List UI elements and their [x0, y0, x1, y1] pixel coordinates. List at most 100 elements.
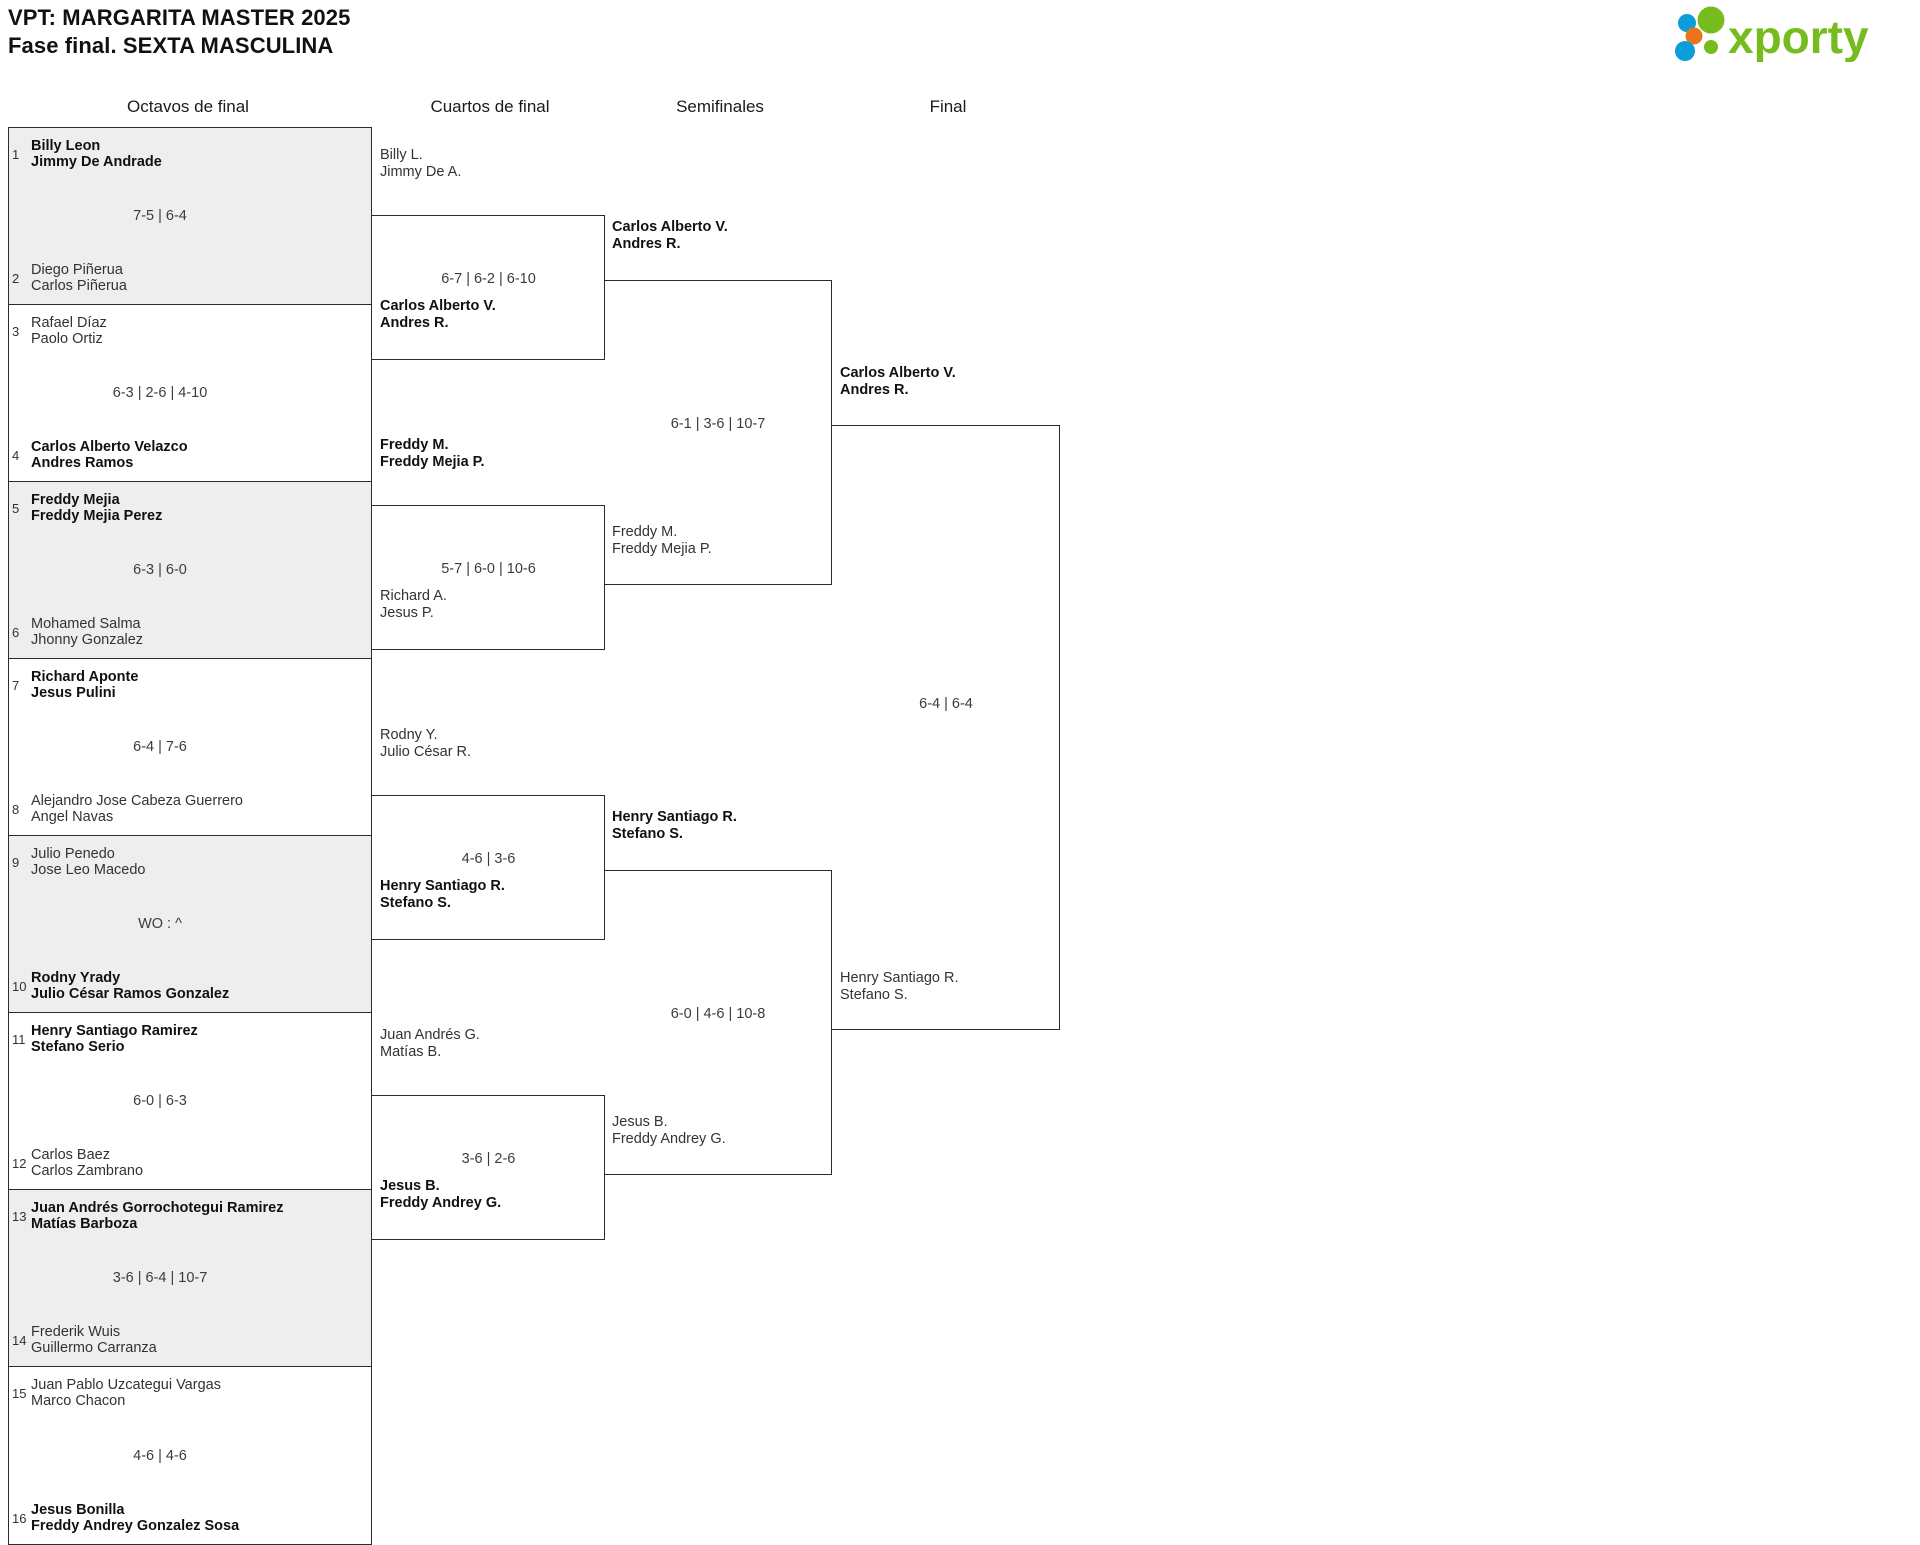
player-name: Jimmy De Andrade: [31, 154, 162, 171]
team-entry[interactable]: Jesus B. Freddy Andrey G.: [380, 1178, 501, 1211]
match-block[interactable]: 13 Juan Andrés Gorrochotegui Ramirez Mat…: [9, 1190, 371, 1367]
player-name: Carlos Alberto Velazco: [31, 438, 188, 455]
player-name: Jimmy De A.: [380, 163, 462, 180]
player-name: Juan Andrés Gorrochotegui Ramirez: [31, 1200, 284, 1216]
player-name: Julio César Ramos Gonzalez: [31, 985, 230, 1002]
team-entry[interactable]: Henry Santiago R. Stefano S.: [380, 878, 505, 911]
player-name: Stefano S.: [840, 986, 908, 1003]
team-entry[interactable]: 10 Rodny Yrady Julio César Ramos Gonzale…: [9, 970, 371, 1002]
player-name: Rodny Yrady: [31, 969, 121, 986]
page-header: VPT: MARGARITA MASTER 2025 Fase final. S…: [0, 0, 1920, 85]
seed-number: 10: [12, 978, 27, 994]
match-score: 4-6 | 4-6: [133, 1447, 187, 1464]
match-box-cuartos[interactable]: 4-6 | 3-6: [372, 795, 605, 940]
player-name: Angel Navas: [31, 808, 114, 825]
match-box-cuartos[interactable]: 5-7 | 6-0 | 10-6: [372, 505, 605, 650]
match-box-cuartos[interactable]: 6-7 | 6-2 | 6-10: [372, 215, 605, 360]
match-score: 5-7 | 6-0 | 10-6: [441, 561, 536, 577]
logo-dot-green-large: [1697, 6, 1725, 34]
round-header-semifinales: Semifinales: [676, 97, 764, 116]
match-score: 6-4 | 6-4: [919, 696, 973, 712]
player-name: Henry Santiago R.: [380, 878, 505, 894]
match-block[interactable]: 11 Henry Santiago Ramirez Stefano Serio …: [9, 1013, 371, 1190]
xporty-logo[interactable]: xporty: [1670, 6, 1910, 63]
seed-number: 4: [12, 447, 20, 463]
player-name: Carlos Alberto V.: [612, 219, 728, 235]
team-entry[interactable]: Henry Santiago R. Stefano S.: [840, 970, 958, 1003]
player-name: Freddy Mejia Perez: [31, 508, 163, 525]
team-entry[interactable]: Carlos Alberto V. Andres R.: [612, 219, 728, 252]
team-entry[interactable]: Freddy M. Freddy Mejia P.: [380, 437, 485, 470]
team-entry[interactable]: 1 Billy Leon Jimmy De Andrade: [9, 138, 371, 170]
match-box-semifinal[interactable]: 6-0 | 4-6 | 10-8: [604, 870, 832, 1175]
team-entry[interactable]: 5 Freddy Mejia Freddy Mejia Perez: [9, 492, 371, 524]
player-name: Henry Santiago R.: [840, 970, 959, 986]
match-block[interactable]: 15 Juan Pablo Uzcategui Vargas Marco Cha…: [9, 1367, 371, 1544]
team-entry[interactable]: Carlos Alberto V. Andres R.: [840, 365, 956, 398]
team-entry[interactable]: 11 Henry Santiago Ramirez Stefano Serio: [9, 1023, 371, 1055]
team-entry[interactable]: Richard A. Jesus P.: [380, 588, 447, 621]
team-entry[interactable]: 4 Carlos Alberto Velazco Andres Ramos: [9, 439, 371, 471]
match-score: 6-0 | 4-6 | 10-8: [670, 1006, 766, 1022]
round-header-cuartos: Cuartos de final: [430, 97, 550, 116]
team-entry[interactable]: 2 Diego Piñerua Carlos Piñerua: [9, 262, 371, 294]
seed-number: 9: [12, 855, 20, 870]
tournament-phase: Fase final. SEXTA MASCULINA: [8, 33, 334, 59]
team-entry[interactable]: 7 Richard Aponte Jesus Pulini: [9, 669, 371, 701]
player-name: Juan Andrés G.: [380, 1027, 480, 1043]
team-entry[interactable]: 8 Alejandro Jose Cabeza Guerrero Angel N…: [9, 793, 371, 825]
team-entry[interactable]: Juan Andrés G. Matías B.: [380, 1027, 480, 1060]
match-block[interactable]: 9 Julio Penedo Jose Leo Macedo WO : ^ 10…: [9, 836, 371, 1013]
player-name: Freddy Mejia P.: [612, 540, 712, 557]
seed-number: 3: [12, 324, 20, 339]
match-block[interactable]: 5 Freddy Mejia Freddy Mejia Perez 6-3 | …: [9, 482, 371, 659]
seed-number: 12: [12, 1155, 27, 1171]
team-entry[interactable]: 6 Mohamed Salma Jhonny Gonzalez: [9, 616, 371, 648]
team-entry[interactable]: Henry Santiago R. Stefano S.: [612, 809, 737, 842]
match-block[interactable]: 7 Richard Aponte Jesus Pulini 6-4 | 7-6 …: [9, 659, 371, 836]
player-name: Carlos Baez: [31, 1146, 110, 1163]
team-entry[interactable]: Jesus B. Freddy Andrey G.: [612, 1114, 726, 1147]
player-name: Freddy M.: [612, 524, 678, 540]
team-entry[interactable]: 16 Jesus Bonilla Freddy Andrey Gonzalez …: [9, 1502, 371, 1534]
team-entry[interactable]: 15 Juan Pablo Uzcategui Vargas Marco Cha…: [9, 1377, 371, 1409]
player-name: Paolo Ortiz: [31, 331, 103, 348]
team-entry[interactable]: Carlos Alberto V. Andres R.: [380, 298, 496, 331]
match-block[interactable]: 1 Billy Leon Jimmy De Andrade 7-5 | 6-4 …: [9, 128, 371, 305]
team-entry[interactable]: Billy L. Jimmy De A.: [380, 147, 461, 180]
match-block[interactable]: 3 Rafael Díaz Paolo Ortiz 6-3 | 2-6 | 4-…: [9, 305, 371, 482]
team-entry[interactable]: 9 Julio Penedo Jose Leo Macedo: [9, 846, 371, 878]
player-name: Jesus Pulini: [31, 685, 116, 702]
team-entry[interactable]: 13 Juan Andrés Gorrochotegui Ramirez Mat…: [9, 1200, 371, 1232]
player-name: Billy Leon: [31, 138, 101, 154]
team-entry[interactable]: 3 Rafael Díaz Paolo Ortiz: [9, 315, 371, 347]
player-name: Freddy Andrey G.: [380, 1194, 502, 1211]
team-entry[interactable]: 12 Carlos Baez Carlos Zambrano: [9, 1147, 371, 1179]
player-name: Freddy Andrey Gonzalez Sosa: [31, 1517, 240, 1534]
team-entry[interactable]: Rodny Y. Julio César R.: [380, 727, 471, 760]
player-name: Jesus P.: [380, 604, 434, 621]
match-box-cuartos[interactable]: 3-6 | 2-6: [372, 1095, 605, 1240]
player-name: Stefano S.: [612, 825, 683, 842]
player-name: Matías Barboza: [31, 1216, 138, 1233]
player-name: Freddy M.: [380, 437, 449, 453]
player-name: Alejandro Jose Cabeza Guerrero: [31, 792, 243, 809]
player-name: Frederik Wuis: [31, 1323, 121, 1340]
player-name: Richard Aponte: [31, 669, 139, 685]
xporty-logo-svg: xporty: [1675, 6, 1869, 63]
player-name: Julio Penedo: [31, 846, 115, 862]
player-name: Henry Santiago Ramirez: [31, 1023, 198, 1039]
match-score: 6-3 | 6-0: [133, 562, 187, 578]
match-score: 6-4 | 7-6: [133, 739, 187, 755]
player-name: Stefano Serio: [31, 1039, 125, 1056]
match-box-semifinal[interactable]: 6-1 | 3-6 | 10-7: [604, 280, 832, 585]
player-name: Guillermo Carranza: [31, 1339, 157, 1356]
logo-dot-green-small: [1704, 40, 1718, 54]
player-name: Freddy Mejia: [31, 492, 120, 508]
team-entry[interactable]: Freddy M. Freddy Mejia P.: [612, 524, 712, 557]
seed-number: 2: [12, 270, 20, 286]
match-score: WO : ^: [138, 916, 182, 932]
match-box-final[interactable]: 6-4 | 6-4: [832, 425, 1060, 1030]
team-entry[interactable]: 14 Frederik Wuis Guillermo Carranza: [9, 1324, 371, 1356]
player-name: Henry Santiago R.: [612, 809, 737, 825]
